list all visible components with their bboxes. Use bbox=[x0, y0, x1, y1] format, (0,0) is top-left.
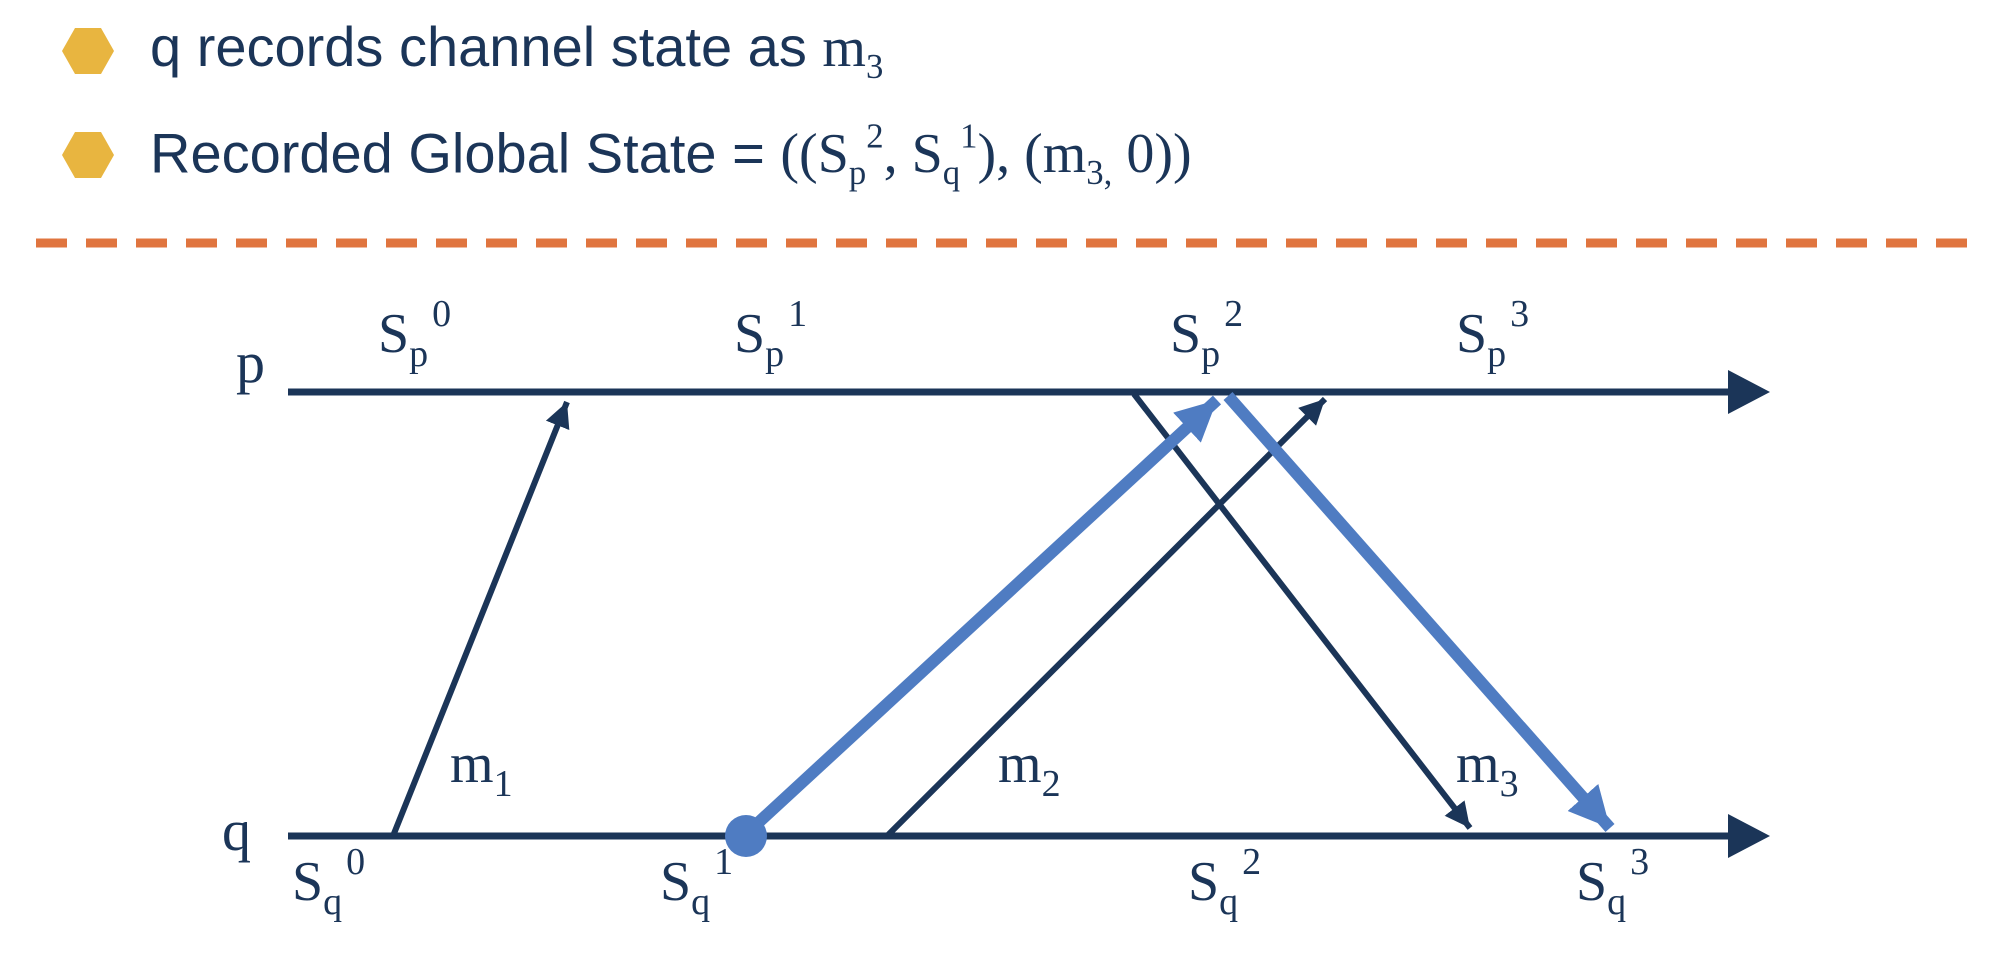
bullet-text: Recorded Global State = ((Sp2, Sq1), (m3… bbox=[150, 117, 1192, 193]
process-p-label: p bbox=[236, 330, 265, 395]
state-sp0-label: Sp0 bbox=[378, 293, 451, 375]
state-sq3-label: Sq3 bbox=[1576, 841, 1649, 923]
state-sp1-label: Sp1 bbox=[734, 293, 807, 375]
message-m3-label: m3 bbox=[1456, 733, 1519, 805]
timeline-p-arrow-icon bbox=[1728, 370, 1770, 414]
message-m1-label: m1 bbox=[450, 733, 513, 805]
marker-q-to-p-arrow bbox=[741, 395, 1222, 839]
message-m2-arrow bbox=[884, 396, 1328, 839]
state-sq1-label: Sq1 bbox=[660, 841, 733, 923]
timeline-q-arrow-icon bbox=[1728, 814, 1770, 858]
snapshot-start-dot bbox=[725, 815, 767, 857]
state-sp3-label: Sp3 bbox=[1456, 293, 1529, 375]
bullet-text: q records channel state as m3 bbox=[150, 15, 884, 87]
message-m3-arrow bbox=[1131, 392, 1473, 830]
message-m2-label: m2 bbox=[998, 733, 1061, 805]
hexagon-bullet-icon bbox=[62, 132, 114, 179]
state-sq0-label: Sq0 bbox=[292, 841, 365, 923]
state-sq2-label: Sq2 bbox=[1188, 841, 1261, 923]
process-q-label: q bbox=[222, 798, 251, 863]
marker-p-to-q-arrow bbox=[1223, 392, 1615, 832]
bullet-channel-state: q records channel state as m3 bbox=[62, 14, 883, 87]
bullet-global-state: Recorded Global State = ((Sp2, Sq1), (m3… bbox=[62, 117, 1192, 193]
message-m1-arrow bbox=[390, 400, 570, 838]
hexagon-bullet-icon bbox=[62, 27, 114, 74]
state-sp2-label: Sp2 bbox=[1170, 293, 1243, 375]
